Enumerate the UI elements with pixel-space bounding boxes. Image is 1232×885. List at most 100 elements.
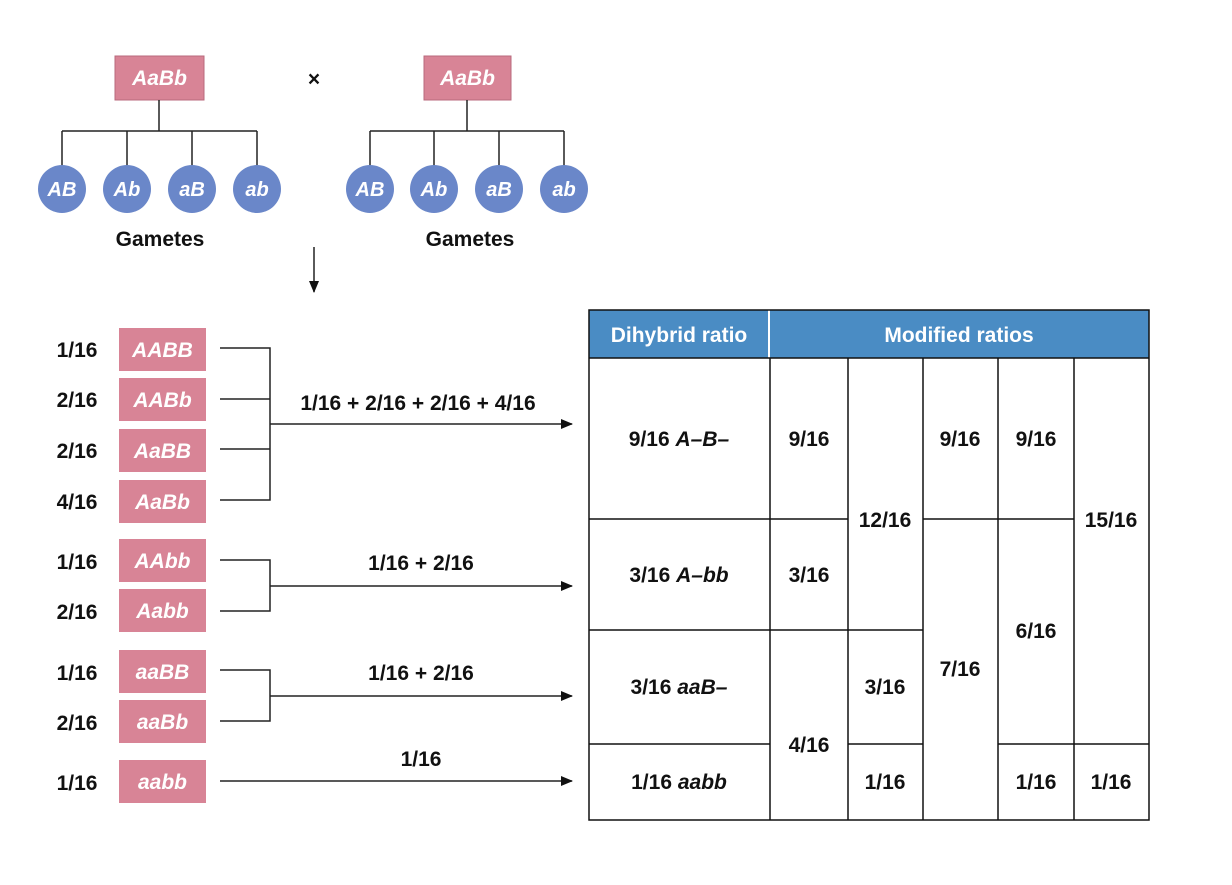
gamete: Ab	[103, 165, 151, 213]
offspring-genotype-box	[119, 589, 206, 632]
sum-label: 1/16 + 2/16	[368, 552, 474, 575]
gamete: ab	[540, 165, 588, 213]
offspring-genotype-box	[119, 760, 206, 803]
gamete-circle	[38, 165, 86, 213]
offspring-fraction: 1/16	[57, 551, 98, 574]
gamete-circle	[410, 165, 458, 213]
parent-right-genotype: AaBb	[439, 67, 495, 90]
gamete-circle	[346, 165, 394, 213]
sum-label: 1/16 + 2/16	[368, 662, 474, 685]
dihybrid-fraction: 9/16	[629, 428, 670, 451]
header-dihybrid-ratio: Dihybrid ratio	[611, 324, 748, 347]
offspring-genotype-box	[119, 378, 206, 421]
table-header-bg	[589, 310, 1149, 358]
group-bracket-1: 1/16 + 2/16 + 2/16 + 4/16	[220, 347, 573, 501]
parent-right: AaBb	[423, 55, 512, 101]
gamete-label: Ab	[113, 179, 141, 201]
gamete: Ab	[410, 165, 458, 213]
gamete: AB	[38, 165, 86, 213]
offspring-row: 4/16 AaBb	[57, 480, 206, 523]
modified-cell: 4/16	[789, 734, 830, 757]
gamete-circle	[540, 165, 588, 213]
parent-left-box	[114, 55, 205, 101]
gamete-label: aB	[486, 179, 512, 201]
gamete-label: Ab	[420, 179, 448, 201]
offspring-genotype-box	[119, 480, 206, 523]
offspring-list: 1/16 AABB 2/16 AABb 2/16 AaBB 4/16 AaBb …	[57, 328, 206, 803]
offspring-genotype: aaBB	[136, 661, 190, 684]
offspring-row: 1/16 aaBB	[57, 650, 206, 693]
modified-cell: 7/16	[940, 658, 981, 681]
offspring-fraction: 2/16	[57, 712, 98, 735]
offspring-genotype: aaBb	[137, 711, 189, 734]
gametes-right: AB Ab aB ab Gametes	[346, 165, 588, 251]
modified-cell: 9/16	[789, 428, 830, 451]
header-modified-ratios: Modified ratios	[884, 324, 1033, 347]
offspring-genotype: AaBb	[134, 491, 190, 514]
gamete: AB	[346, 165, 394, 213]
offspring-row: 2/16 aaBb	[57, 700, 206, 743]
offspring-genotype-box	[119, 328, 206, 371]
gamete-label: ab	[245, 179, 268, 201]
offspring-genotype-box	[119, 700, 206, 743]
group-bracket-3: 1/16 + 2/16	[220, 662, 573, 722]
dihybrid-genotype: aaB–	[677, 676, 728, 699]
gametes-caption-left: Gametes	[116, 228, 205, 251]
offspring-fraction: 2/16	[57, 601, 98, 624]
bracket	[220, 347, 271, 501]
modified-cell: 1/16	[865, 771, 906, 794]
gamete-label: AB	[355, 179, 385, 201]
gamete-label: aB	[179, 179, 205, 201]
parent-left-genotype: AaBb	[131, 67, 187, 90]
group-arrow-4: 1/16	[220, 748, 573, 786]
gamete: aB	[475, 165, 523, 213]
offspring-row: 1/16 aabb	[57, 760, 206, 803]
sum-label: 1/16	[401, 748, 442, 771]
offspring-row: 1/16 AABB	[57, 328, 206, 371]
offspring-row: 2/16 AABb	[57, 378, 206, 421]
cross-symbol: ×	[308, 68, 320, 91]
offspring-genotype-box	[119, 539, 206, 582]
dihybrid-cell: 1/16 aabb	[631, 771, 727, 794]
offspring-genotype: AAbb	[134, 550, 191, 573]
ratio-table: Dihybrid ratio Modified ratios 9/16 A–B–…	[588, 309, 1150, 821]
modified-cell: 9/16	[1016, 428, 1057, 451]
offspring-genotype: aabb	[138, 771, 187, 794]
modified-cell: 1/16	[1091, 771, 1132, 794]
parent-right-box	[423, 55, 512, 101]
offspring-genotype: AaBB	[133, 440, 191, 463]
dihybrid-cell: 3/16 A–bb	[629, 564, 728, 587]
bracket	[220, 669, 271, 722]
bracket	[220, 559, 271, 612]
dihybrid-cell: 9/16 A–B–	[629, 428, 730, 451]
modified-cell: 3/16	[865, 676, 906, 699]
offspring-genotype: AABb	[132, 389, 191, 412]
modified-cell: 6/16	[1016, 620, 1057, 643]
dihybrid-genotype: A–B–	[675, 428, 730, 451]
dihybrid-genotype: aabb	[678, 771, 727, 794]
modified-cell: 9/16	[940, 428, 981, 451]
gamete-label: ab	[552, 179, 575, 201]
offspring-fraction: 2/16	[57, 389, 98, 412]
offspring-fraction: 1/16	[57, 339, 98, 362]
dihybrid-genotype: A–bb	[675, 564, 729, 587]
offspring-fraction: 2/16	[57, 440, 98, 463]
offspring-genotype-box	[119, 650, 206, 693]
offspring-genotype-box	[119, 429, 206, 472]
offspring-fraction: 1/16	[57, 772, 98, 795]
dihybrid-fraction: 1/16	[631, 771, 672, 794]
offspring-row: 2/16 Aabb	[57, 589, 206, 632]
gamete-circle	[168, 165, 216, 213]
gamete: ab	[233, 165, 281, 213]
modified-cell: 3/16	[789, 564, 830, 587]
group-bracket-2: 1/16 + 2/16	[220, 552, 573, 612]
gamete-tree-left	[61, 100, 258, 166]
gamete: aB	[168, 165, 216, 213]
gamete-tree-right	[369, 100, 565, 166]
table-border	[588, 309, 1150, 821]
modified-cell: 12/16	[859, 509, 912, 532]
offspring-fraction: 4/16	[57, 491, 98, 514]
gamete-label: AB	[47, 179, 77, 201]
